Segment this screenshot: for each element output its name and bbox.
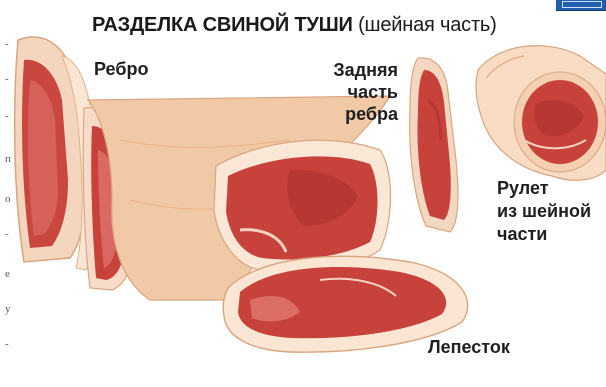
- neck-roll-image: [476, 46, 606, 181]
- label-petal: Лепесток: [428, 336, 510, 358]
- neck-cut-image: [214, 140, 391, 272]
- label-rib: Ребро: [94, 58, 148, 80]
- label-neck-roll: Рулет из шейной части: [497, 177, 591, 246]
- back-rib-cut-image: [410, 58, 458, 232]
- page-title: РАЗДЕЛКА СВИНОЙ ТУШИ (шейная часть): [92, 14, 497, 37]
- label-back-rib: Задняя часть ребра: [282, 59, 398, 125]
